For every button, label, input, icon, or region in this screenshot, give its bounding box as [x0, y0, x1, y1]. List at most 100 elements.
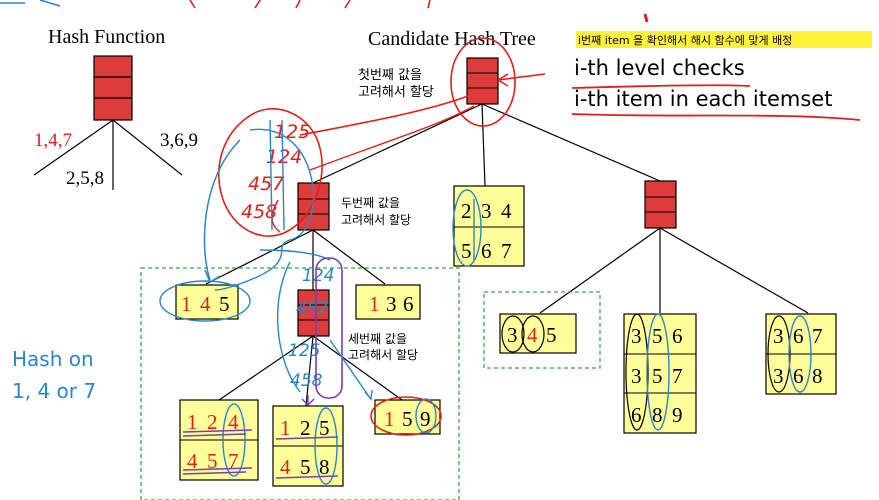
svg-text:2: 2	[300, 416, 311, 440]
dashed-region-small	[483, 291, 601, 369]
svg-text:5: 5	[461, 239, 472, 263]
top-red-marks	[189, 0, 431, 9]
root-red-circle	[450, 37, 516, 127]
leaf-345: 3 4 5	[499, 313, 577, 354]
svg-text:1: 1	[280, 416, 291, 440]
svg-text:2: 2	[461, 199, 472, 223]
side-note-line1: Hash on	[12, 347, 94, 371]
branch-label-258: 2,5,8	[66, 168, 104, 189]
svg-text:6: 6	[793, 324, 804, 348]
svg-text:8: 8	[652, 403, 663, 427]
svg-text:1: 1	[384, 407, 395, 431]
svg-text:8: 8	[319, 455, 330, 479]
underline-red-1	[571, 84, 751, 89]
leaf-124-457: 1 2 4 4 5 7	[179, 399, 259, 481]
red-handwritten-stack: 125 124 457 458	[241, 121, 310, 223]
hash-function-node	[93, 55, 133, 121]
svg-text:5: 5	[207, 449, 218, 473]
svg-text:457: 457	[248, 173, 284, 195]
node3-note-line1: 세번째 값을	[348, 332, 407, 346]
blue-arrowhead	[204, 269, 221, 284]
svg-text:6: 6	[481, 239, 492, 263]
svg-text:4: 4	[187, 449, 198, 473]
leaf-234-567: 2 3 4 5 6 7	[452, 185, 525, 267]
level3-node	[297, 289, 330, 337]
blue-curve-left	[203, 139, 241, 281]
svg-text:457: 457	[296, 299, 329, 319]
leaf-367-368: 3 6 7 3 6 8	[765, 313, 837, 395]
ith-item-line: i-th item in each itemset	[574, 87, 832, 111]
svg-text:1: 1	[369, 292, 380, 316]
svg-text:5: 5	[546, 323, 557, 347]
svg-text:5: 5	[402, 407, 413, 431]
svg-text:7: 7	[672, 364, 683, 388]
svg-text:6: 6	[631, 403, 642, 427]
candidate-tree-title: Candidate Hash Tree	[368, 28, 536, 50]
svg-text:124: 124	[302, 266, 334, 286]
side-note-line2: 1, 4 or 7	[12, 379, 96, 403]
svg-text:3: 3	[631, 364, 642, 388]
root-node	[466, 57, 499, 105]
top-blue-marks	[0, 0, 61, 7]
red-arrow-root	[299, 95, 469, 136]
leaf-159: 1 5 9	[370, 396, 442, 436]
branch-label-147: 1,4,7	[34, 130, 72, 151]
svg-text:458: 458	[290, 371, 323, 391]
svg-text:4: 4	[527, 323, 538, 347]
purple-handwritten-stack: 124 457 125 458	[288, 266, 334, 391]
svg-text:4: 4	[200, 292, 211, 316]
node2-note-line2: 고려해서 할당	[341, 213, 411, 227]
dashed-region-left	[140, 267, 460, 500]
svg-text:3: 3	[481, 199, 492, 223]
purple-capsule	[315, 257, 343, 399]
svg-text:458: 458	[241, 201, 277, 223]
level-checks-line: i-th level checks	[574, 56, 745, 80]
svg-text:4: 4	[280, 455, 291, 479]
korean-note: i번째 item 을 확인해서 해시 함수에 맞게 배정	[578, 33, 792, 47]
red-arrow-note	[497, 73, 546, 87]
node2-note-line1: 두번째 값을	[341, 196, 400, 210]
svg-text:6: 6	[403, 292, 414, 316]
leaf-136: 1 3 6	[355, 284, 421, 320]
svg-text:124: 124	[266, 146, 302, 168]
underline-red-2	[571, 113, 861, 121]
svg-text:4: 4	[228, 410, 239, 434]
svg-text:125: 125	[288, 341, 320, 361]
leaf-145: 1 4 5	[159, 280, 251, 322]
svg-text:3: 3	[386, 292, 397, 316]
svg-text:5: 5	[652, 324, 663, 348]
svg-text:5: 5	[219, 292, 230, 316]
svg-text:8: 8	[812, 364, 823, 388]
svg-text:3: 3	[773, 324, 784, 348]
svg-text:9: 9	[420, 407, 431, 431]
svg-text:1: 1	[181, 292, 192, 316]
blue-curve-mid	[276, 261, 301, 393]
svg-text:4: 4	[501, 199, 512, 223]
svg-text:7: 7	[228, 449, 239, 473]
svg-text:5: 5	[652, 364, 663, 388]
svg-text:6: 6	[672, 324, 683, 348]
svg-text:6: 6	[793, 364, 804, 388]
blue-vertical-lines	[269, 119, 285, 231]
blue-swoop	[214, 128, 315, 291]
red-tick-mark	[643, 13, 649, 23]
svg-text:2: 2	[207, 410, 218, 434]
svg-text:7: 7	[812, 324, 823, 348]
red-arrow-root-2	[309, 105, 475, 171]
svg-text:9: 9	[672, 403, 683, 427]
hash-edge-right	[112, 119, 183, 176]
svg-text:3: 3	[773, 364, 784, 388]
root-note-line1: 첫번째 값을	[358, 68, 422, 83]
tree-edges	[205, 103, 809, 407]
leaf-125-458: 1 2 5 4 5 8	[272, 405, 344, 487]
note-highlight	[576, 31, 872, 48]
blue-arrow-159	[329, 339, 373, 401]
hash-function-title: Hash Function	[48, 26, 165, 48]
branch-label-369: 3,6,9	[160, 130, 198, 151]
svg-text:3: 3	[507, 323, 518, 347]
red-loop	[217, 108, 323, 237]
leaf-356-357-689: 3 5 6 3 5 7 6 8 9	[623, 313, 697, 434]
hash-edge-left	[33, 119, 114, 176]
